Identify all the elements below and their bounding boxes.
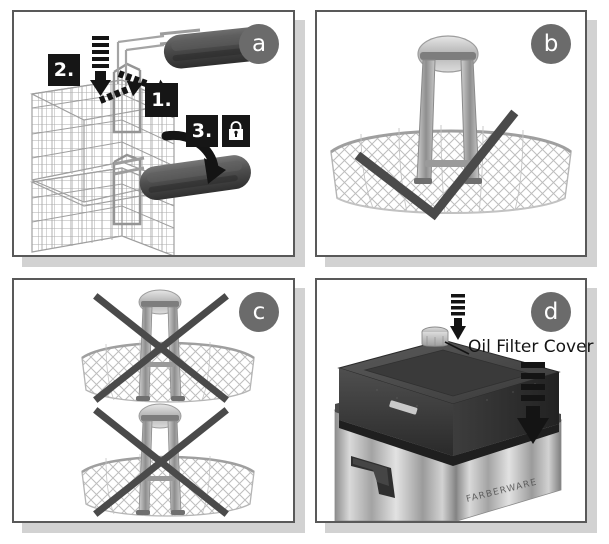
cross-incorrect: [93, 293, 229, 403]
oil-filter-cover-label: Oil Filter Cover: [468, 337, 594, 357]
incorrect-instance-1: [81, 289, 255, 403]
step-2-chip: 2.: [48, 54, 80, 86]
panel-c-badge: c: [239, 292, 279, 332]
panel-c: c: [12, 278, 295, 523]
panel-c-illustration: [81, 289, 255, 517]
panel-d-illustration: FARBERWARE: [333, 294, 563, 521]
panel-d-badge: d: [531, 292, 571, 332]
panel-a-badge: a: [239, 24, 279, 64]
panel-b-illustration: [330, 35, 572, 221]
basket-lower: [29, 153, 177, 255]
lid-press-arrow: [517, 362, 549, 444]
incorrect-instance-2: [81, 403, 255, 517]
basket-b: [330, 124, 572, 215]
cross-incorrect: [93, 407, 229, 517]
step-1-chip: 1.: [145, 83, 178, 117]
oil-filter-housing: [337, 339, 561, 466]
checkmark-correct: [354, 109, 519, 221]
panel-d: FARBERWARE: [315, 278, 594, 523]
filter-cover-arrow: [450, 294, 466, 340]
handle-upright-b: [414, 35, 482, 184]
press-down-arrow: [90, 36, 111, 96]
padlock-closed-icon: [222, 115, 250, 147]
seat-arrow: [98, 80, 143, 104]
fryer-side-handle: [351, 456, 395, 498]
panel-b: b: [315, 10, 587, 257]
step-3-chip: 3.: [186, 115, 218, 147]
oil-filter-cover-part: [421, 326, 449, 347]
panel-a: 2. 1. 3. a: [12, 10, 295, 257]
panel-b-badge: b: [531, 24, 571, 64]
panel-a-illustration: [29, 26, 276, 255]
callout-leader: [444, 341, 470, 355]
